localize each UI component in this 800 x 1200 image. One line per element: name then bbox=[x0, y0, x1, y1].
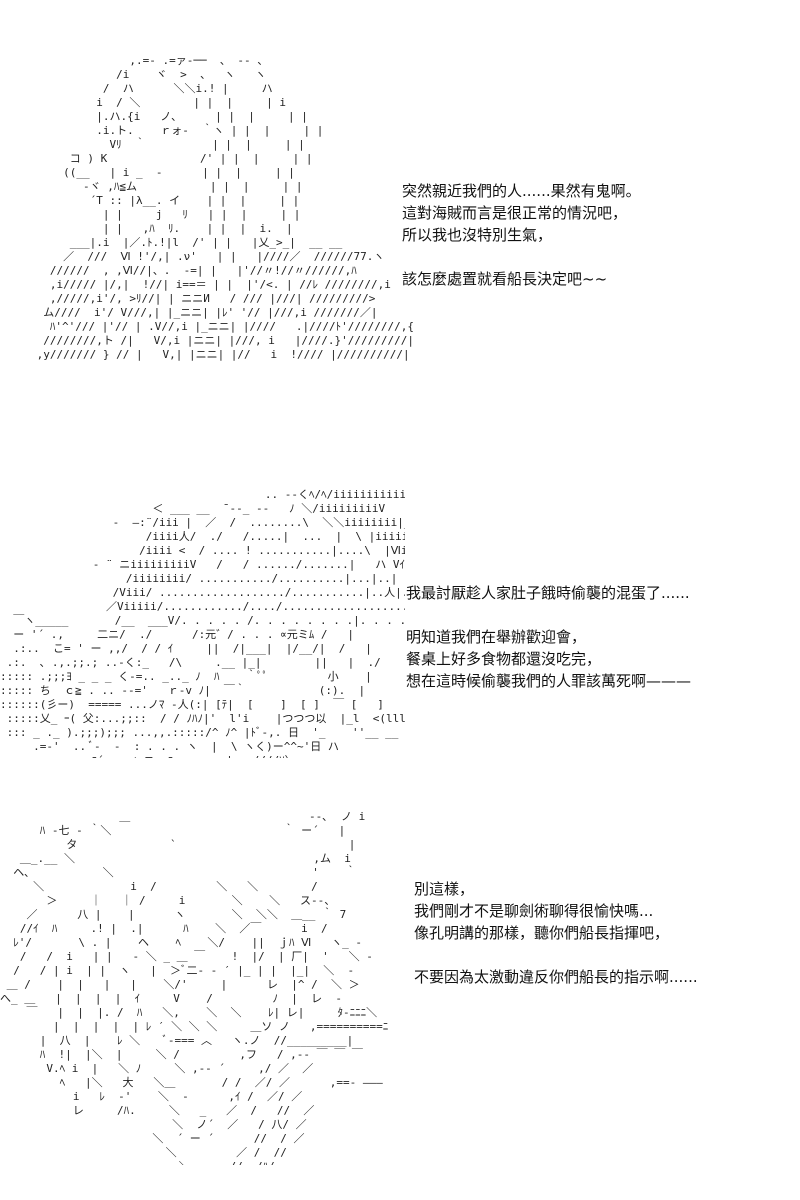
manga-panel-3: ＿ ‐‐､ ノ i ﾊ ‐七 ‐ ｀＼ ｀ ー´ | タ ` | ＿_.__ ＼… bbox=[0, 800, 800, 1170]
art-line: |.ハ.{i ノ、 | | | | | bbox=[30, 110, 308, 123]
art-line: ＼ i / ＼ ＼ / bbox=[0, 880, 318, 893]
art-line: ___|.i |／.ﾄ.!|l /' | | |乂_>_| __ __ bbox=[30, 236, 343, 249]
dialogue-line: 所以我也沒特別生氣， bbox=[402, 226, 553, 244]
art-line: ::: _ ._ ).;;;);;; ...,,.:::::/^ ﾉ^ |ﾄﾞ-… bbox=[0, 726, 405, 739]
dialogue-line: 突然親近我們的人......果然有鬼啊。 bbox=[402, 182, 641, 200]
art-line: .. -‐くﾍ/ﾍ/iiiiiiiiiiiV } bbox=[0, 488, 405, 501]
art-line: /iiiiiiii/ .........../..........|...|..… bbox=[0, 572, 405, 585]
art-line: ム//// i'/ V///,| |_ニニ| |ﾚ' '// |///,i //… bbox=[30, 306, 378, 319]
art-line: ＼ // /ﾊ/ bbox=[0, 1160, 400, 1165]
art-line: ﾚ'/ \ . | ヘ ﾍ ＼/ || ｊﾊ Ⅵ ヽ_ ‐ bbox=[0, 936, 363, 949]
dialogue-line: 明知道我們在舉辦歡迎會， bbox=[406, 628, 587, 646]
art-line: コ ) K /' | | | | | bbox=[30, 152, 313, 165]
art-line: へ_ ＿ | | | | ｲ V / ﾉ | レ ‐ bbox=[0, 992, 343, 1005]
art-line: | | ,ﾊ ﾘ. | | | i. | bbox=[30, 222, 293, 235]
art-line: ／Viiiii/............/..../..............… bbox=[105, 600, 405, 613]
ascii-art-swordsman-scene: ＿ ‐‐､ ノ i ﾊ ‐七 ‐ ｀＼ ｀ ー´ | タ ` | ＿_.__ ＼… bbox=[0, 810, 400, 1165]
art-line: ,/////,i'/, >ﾘ//| | ニニИ / /// |///| ////… bbox=[30, 292, 376, 305]
art-line: ////// , ,Ⅵ//|、. ‐=| | |'//〃!//〃//////,ﾊ bbox=[30, 264, 357, 277]
dialogue-line: 這對海賊而言是很正常的情況吧， bbox=[402, 204, 628, 222]
dialogue-block-2: 我最討厭趁人家肚子餓時偷襲的混蛋了...... 明知道我們在舉辦歡迎會， 餐桌上好多… bbox=[406, 582, 786, 692]
art-line: ￣ | | |. / ﾊ ＼, ＼ ＼ ﾚ| レ| ﾀ‐ﾆﾆﾆ＼ bbox=[0, 1006, 378, 1019]
art-line: ＼ ／ / // bbox=[0, 1146, 287, 1159]
art-line: | | | | | ﾚ ′ ＼ ＼ ＼ ＿ソ ノ ,==========ﾆ bbox=[0, 1020, 395, 1033]
art-line: ((__ | i _ ‐ | | | | | bbox=[30, 166, 295, 179]
dialogue-line: 我們剛才不是聊劍術聊得很愉快嗎... bbox=[414, 902, 654, 920]
dialogue-gap bbox=[402, 246, 782, 268]
dialogue-gap bbox=[414, 944, 794, 966]
art-line: ////////,ト /| V/,i |ニニ| |///, i |////.}'… bbox=[30, 334, 414, 347]
art-line: ＞ ｜ ｜ / i ＼ ＼ ス‐-、 bbox=[0, 894, 336, 907]
manga-panel-1: ,.=‐ .=ァ‐── 、 ‐- 、 /i ヾ > 、 ヽ ヽ / ハ ＼＼i.… bbox=[0, 40, 800, 460]
art-line: ‐ ¨ ニiiiiiiiiiV / / ....../.......| ハ Vｲ… bbox=[0, 558, 405, 571]
art-line: ‐ ―:¨/iii | ／ / ........\ ＼＼iiiiiiii|_|_ bbox=[0, 516, 405, 529]
art-line: //ｲ ﾊ .! | .| ﾊ ＼ ／￣ i / bbox=[0, 922, 328, 935]
art-line: ＼ ´ ー ´ // / ／ bbox=[0, 1132, 305, 1145]
art-line: ＿ / | | | | ＼/' | レ |^ / ＼ ＞ bbox=[0, 978, 360, 991]
art-line: /iiii人/ ./ /.....| ... | \ |iiiiiii/ | bbox=[0, 530, 405, 543]
art-line: .=-' .. ﾞ‐ ‐ : . . . ヽ | \ ヽく)ー^^~'日 ハ bbox=[0, 740, 339, 753]
art-line: i / ＼ | | | | i bbox=[30, 96, 287, 109]
art-line: ﾊ'^'/// |'// | .V//,i |_ニニ| |//// .|////… bbox=[30, 320, 414, 333]
art-line: ﾍ |＼ 大 ＼＿ / / ／/ ／ ,==‐ ——— bbox=[0, 1076, 383, 1089]
art-line: .:. ､ .,.;;.; ..-く:_ /\ .__ |_| || | ./ bbox=[0, 656, 381, 669]
art-line: / / | i | | ヽ | ＞ﾞ二‐ ‐ ′ |_ | | |_| ＼ ‐ bbox=[0, 964, 355, 977]
art-line: ￣ヽ_____ /__ ___V/. . . . . /. . . . . . … bbox=[0, 614, 405, 627]
art-line: Vﾘ ｀ | | | | | bbox=[30, 138, 305, 151]
art-line: ＼ ノ´ ／ / 八/ ／ bbox=[0, 1118, 307, 1131]
art-line: ＜ ___ __ ̄ ‐-_ -‐ ﾉ ＼/iiiiiiiiiV bbox=[0, 502, 386, 515]
dialogue-line: 別這樣， bbox=[414, 880, 475, 898]
art-line: .i.ト. ｒォ‐ ｀ヽ | | | | | bbox=[30, 124, 324, 137]
art-line: / / i | | ‐ ＼ _ ＿ ￣ ! |/ | 厂| ' ＼ - bbox=[0, 950, 373, 963]
art-line: ヘ､ ＼ ' ｀ bbox=[0, 866, 357, 879]
ascii-art-attack-scene: .. -‐くﾍ/ﾍ/iiiiiiiiiiiV } ＜ ___ __ ̄ ‐-_ … bbox=[0, 488, 405, 758]
ascii-art-captain-figure: ,.=‐ .=ァ‐── 、 ‐- 、 /i ヾ > 、 ヽ ヽ / ハ ＼＼i.… bbox=[30, 54, 430, 454]
art-line: / ハ ＼＼i.! | ハ bbox=[30, 82, 273, 95]
art-line: タ ` | bbox=[0, 838, 356, 851]
art-line: ,y/////// } // | V,| |ニニ| |// i !//// |/… bbox=[30, 348, 410, 361]
dialogue-line: 不要因為太激動違反你們船長的指示啊...... bbox=[414, 968, 698, 986]
art-line: ::::: ち ｃ≧ . .. -‐=' ｒ‐v ﾉ| ￣｀ (:). | bbox=[0, 684, 366, 697]
dialogue-line: 該怎麼處置就看船長決定吧~~ bbox=[402, 270, 608, 288]
art-line: | 八 | ﾚ ＼ ﾞ‐=== ︿ ヽ.ノ //_________| bbox=[0, 1034, 354, 1047]
art-line: /iiii < / .... ! ...........|....\ |Ⅵiii… bbox=[0, 544, 405, 557]
art-line: .:.. こ= ' ー ,,/ / / ｲ || /|___| |/__/| /… bbox=[0, 642, 372, 655]
art-line: ´T :: |λ__. イ | | | | | bbox=[30, 194, 300, 207]
art-line: ＿ ‐‐､ ノ i bbox=[0, 810, 366, 823]
art-line: ::::: .;;;ﾖ _ _ _ く-=.. _.._ ﾉ ﾊ ｀ﾟﾟ 小 | bbox=[0, 670, 372, 683]
art-line: /Viii/ .................../...........|.… bbox=[112, 586, 405, 599]
art-line: ﾊ ‐七 ‐ ｀＼ ｀ ー´ | bbox=[0, 824, 346, 837]
art-line: ／ 八 | | ヽ ＼ ＼＼ ＿__ ｀ 7 bbox=[0, 908, 347, 921]
art-line: ,.=‐ .=ァ‐── 、 ‐- 、 bbox=[30, 54, 269, 67]
art-line: ／ /// Ⅵ !'/,| .ν' | | |////／ //////77.ヽ bbox=[30, 250, 385, 263]
manga-panel-2: .. -‐くﾍ/ﾍ/iiiiiiiiiiiV } ＜ ___ __ ̄ ‐-_ … bbox=[0, 480, 800, 770]
art-line: ::::::(彡ー) ===== ...ノﾏ ‐人(:| [ﾃ| [ ] [ ]… bbox=[0, 698, 384, 711]
art-line: ‐ヾ ,ﾊ≦ム | | | | | bbox=[30, 180, 303, 193]
art-line: ﾊ !| |＼ | ＼ / ,フ / ,-‐ ￣ ￣ ￣ bbox=[0, 1048, 390, 1061]
art-line: /i ヾ > 、 ヽ ヽ bbox=[30, 68, 267, 81]
art-line: :::::乂_ ｰ( 父:...;;:: / / ﾉﾊﾉ|' l'i |つつつ以… bbox=[0, 712, 405, 725]
dialogue-line: 像孔明講的那樣，聽你們船長指揮吧， bbox=[414, 924, 670, 942]
dialogue-line: 餐桌上好多食物都還沒吃完， bbox=[406, 650, 602, 668]
art-line: ー '´ ., 二ニ/ ./ /:元゛/ . . . ∝元ミﾑ / | bbox=[0, 628, 355, 641]
art-line: =ｰ= ,,..ﾆ´.. ∠ ニ ﾆ..__ | ////ｿ〉 - _ bbox=[0, 754, 405, 758]
dialogue-gap bbox=[406, 604, 786, 626]
dialogue-block-3: 別這樣， 我們剛才不是聊劍術聊得很愉快嗎... 像孔明講的那樣，聽你們船長指揮吧， 不… bbox=[414, 878, 794, 988]
art-line: | | j ﾘ | | | | | bbox=[30, 208, 301, 221]
art-line: V.ﾍ i | ＼ ﾉ ＼ ,-‐ ´ ,/ ／ ／ bbox=[0, 1062, 314, 1075]
dialogue-line: 我最討厭趁人家肚子餓時偷襲的混蛋了...... bbox=[406, 584, 690, 602]
art-line: ＿_.__ ＼ ,ム i bbox=[0, 852, 351, 865]
art-line: レ /ﾊ. ＼ _ ／ / // ／ bbox=[0, 1104, 315, 1117]
dialogue-block-1: 突然親近我們的人......果然有鬼啊。這對海賊而言是很正常的情況吧， 所以我也沒… bbox=[402, 180, 782, 290]
art-line: ,i///// |/,| !//| i==＝ | | |'/<. | //ﾚ /… bbox=[30, 278, 391, 291]
art-line: i ﾚ ‐' ＼ ‐ ,ｲ / ／/ ／ bbox=[0, 1090, 303, 1103]
dialogue-line: 想在這時候偷襲我們的人罪該萬死啊——— bbox=[406, 672, 692, 690]
